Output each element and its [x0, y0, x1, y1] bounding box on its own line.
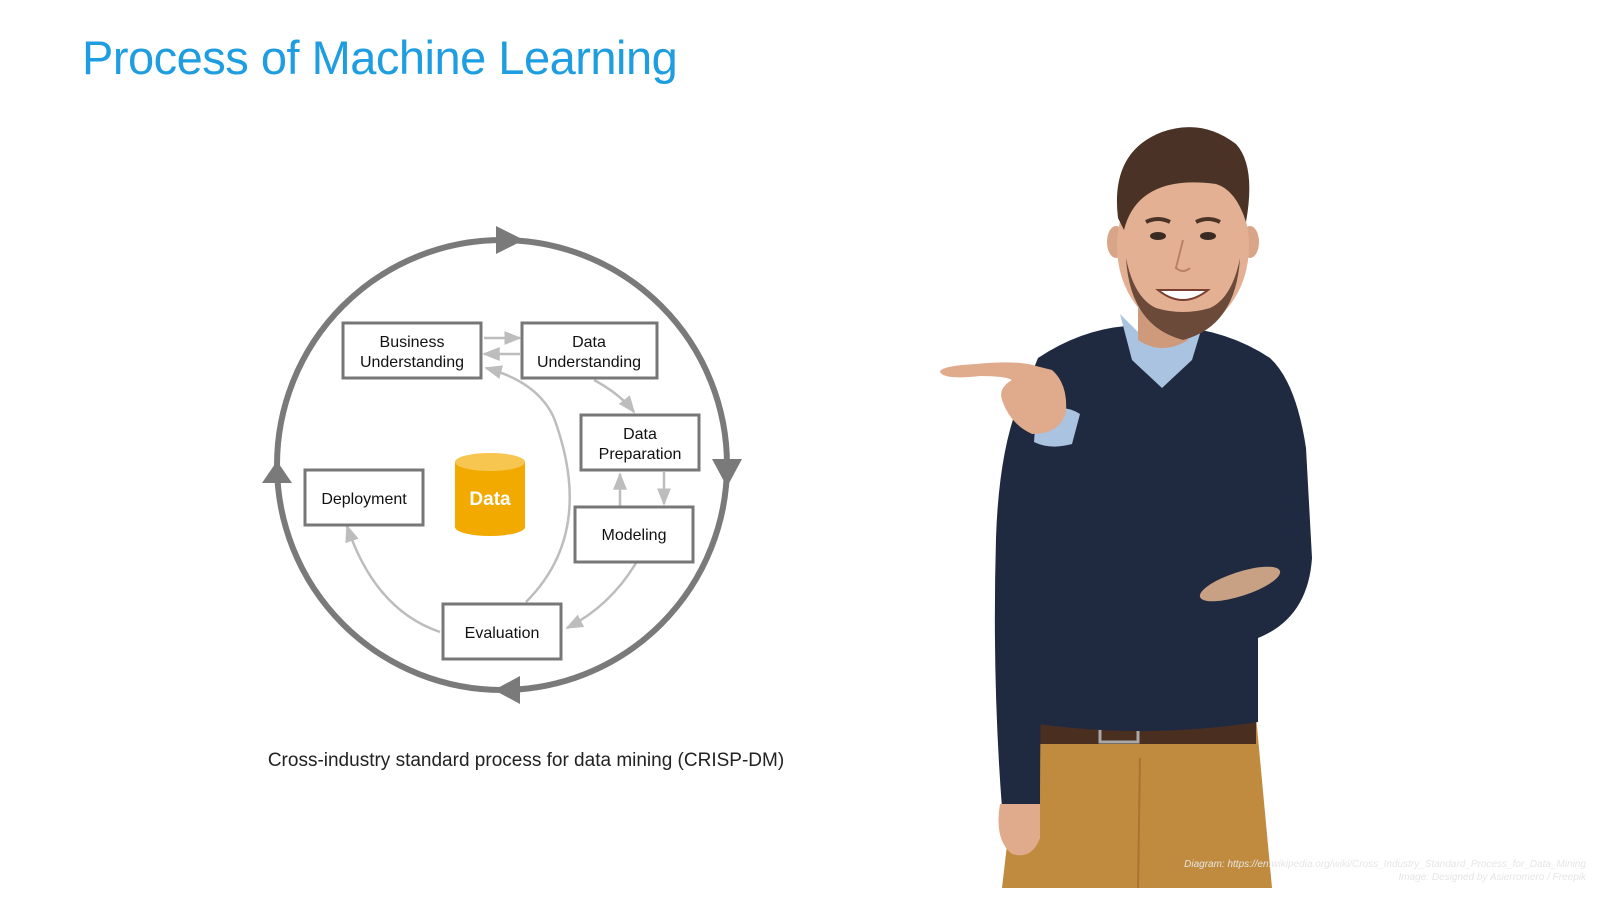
cycle-arrow-bottom — [494, 676, 520, 704]
deployment-label: Deployment — [321, 491, 407, 508]
arrow-understanding-to-preparation — [593, 378, 636, 414]
data-understanding-line2: Understanding — [537, 354, 641, 371]
data-store-label: Data — [469, 489, 511, 510]
cycle-arrow-left — [262, 461, 292, 483]
pointing-man-photo — [940, 118, 1360, 893]
cycle-arrow-right — [712, 459, 742, 487]
diagram-credit: Diagram: https://en.wikipedia.org/wiki/C… — [1184, 859, 1586, 870]
data-understanding-line1: Data — [572, 334, 606, 351]
slide-title: Process of Machine Learning — [82, 31, 678, 84]
data-store-cylinder: Data — [455, 453, 525, 536]
data-preparation-line2: Preparation — [599, 446, 682, 463]
business-understanding-line1: Business — [380, 334, 445, 351]
cycle-arrow-top — [496, 226, 524, 254]
modeling-box: Modeling — [573, 505, 695, 564]
evaluation-label: Evaluation — [465, 625, 540, 642]
data-preparation-box: Data Preparation — [579, 413, 701, 472]
evaluation-box: Evaluation — [441, 602, 563, 661]
business-understanding-box: Business Understanding — [341, 321, 483, 380]
image-credit: Image: Designed by Asierromero / Freepik — [1398, 872, 1587, 883]
arrow-evaluation-to-deployment — [345, 524, 441, 634]
deployment-box: Deployment — [303, 468, 425, 527]
business-understanding-line2: Understanding — [360, 354, 464, 371]
image-credits: Diagram: https://en.wikipedia.org/wiki/C… — [1184, 858, 1586, 884]
diagram-caption: Cross-industry standard process for data… — [267, 750, 785, 771]
data-understanding-box: Data Understanding — [520, 321, 659, 380]
modeling-label: Modeling — [602, 527, 667, 544]
arrow-evaluation-to-business — [484, 365, 571, 603]
crisp-dm-diagram: Business Understanding Data Understandin… — [250, 220, 770, 725]
arrow-modeling-to-evaluation — [565, 562, 638, 630]
data-preparation-line1: Data — [623, 426, 657, 443]
